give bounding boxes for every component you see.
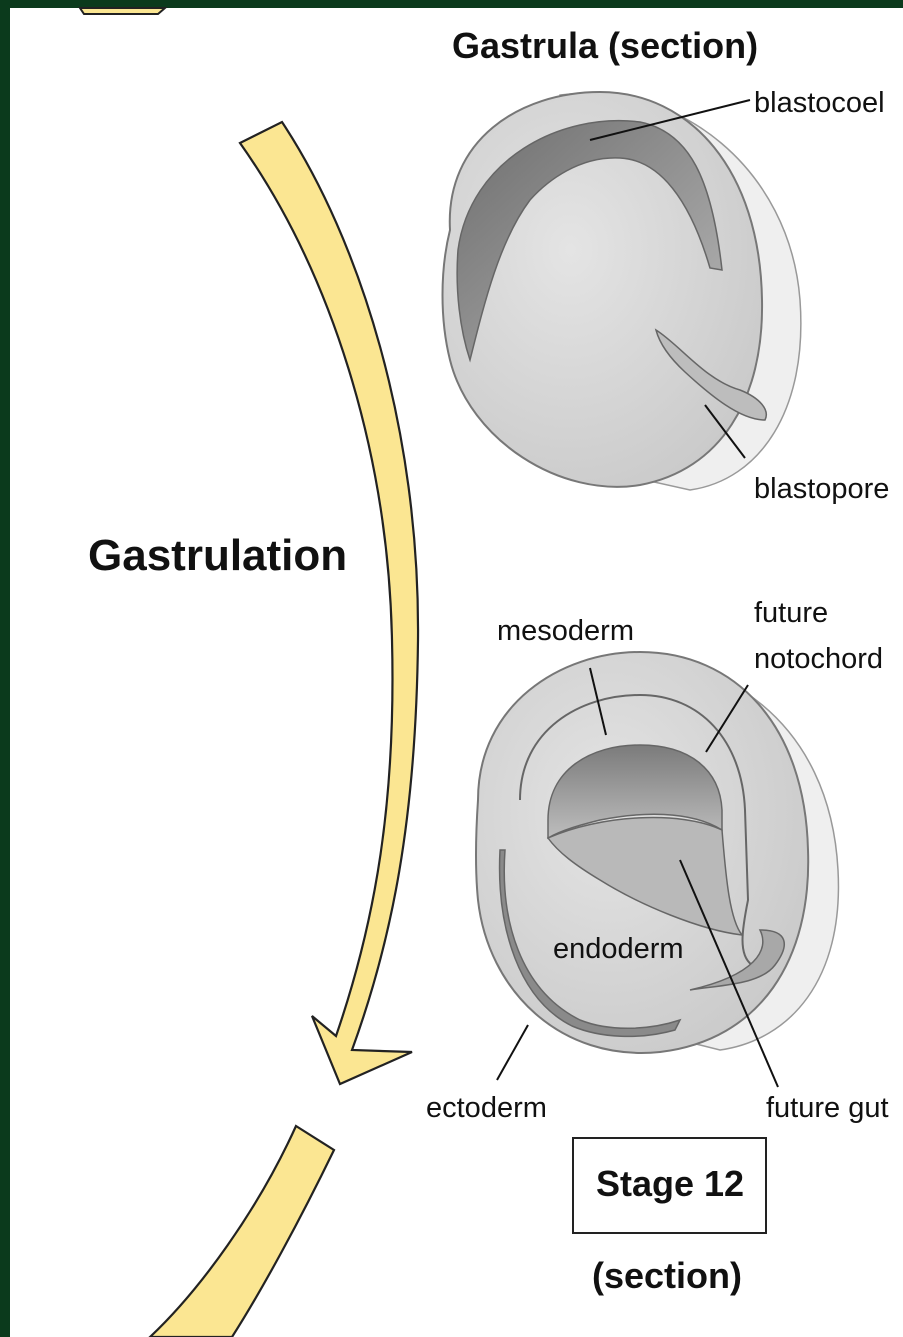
top-arrow-tip	[80, 8, 165, 14]
blastocoel-label: blastocoel	[754, 87, 885, 119]
lower-arrow-segment	[150, 1126, 334, 1337]
stage12-embryo	[476, 652, 838, 1053]
ectoderm-leader	[497, 1025, 528, 1080]
gastrulation-arrow	[240, 122, 418, 1084]
future-notochord-label-line1: future	[754, 597, 828, 629]
future-notochord-label-line2: notochord	[754, 643, 883, 675]
mesoderm-label: mesoderm	[497, 615, 634, 647]
endoderm-label: endoderm	[553, 933, 684, 965]
blastopore-label: blastopore	[754, 473, 889, 505]
stage-caption: (section)	[592, 1255, 742, 1296]
future-gut-label: future gut	[766, 1092, 889, 1124]
stage-label: Stage 12	[596, 1163, 744, 1204]
ectoderm-label: ectoderm	[426, 1092, 547, 1124]
gastrula-title: Gastrula (section)	[452, 25, 758, 66]
gastrulation-label: Gastrulation	[88, 531, 347, 580]
gastrula-embryo	[443, 92, 801, 490]
